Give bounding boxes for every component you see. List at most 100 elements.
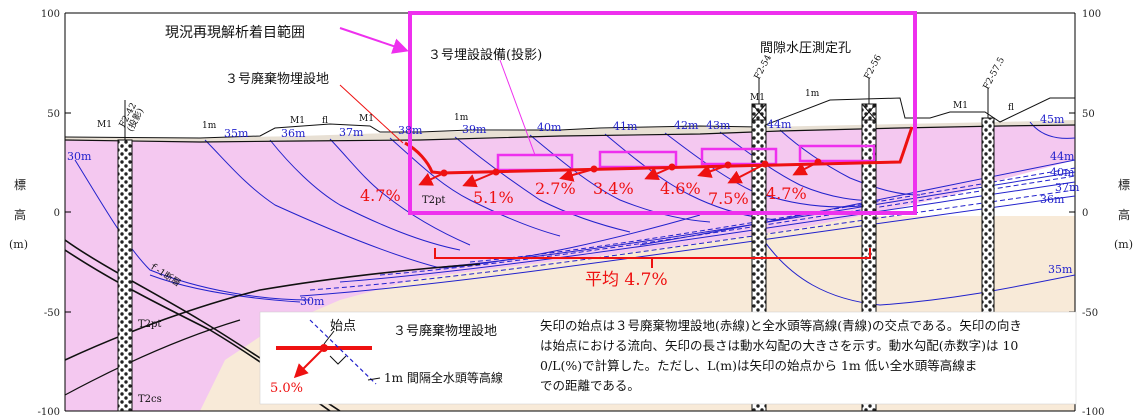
gradient-value: 7.5% <box>708 189 749 208</box>
legend-start-leader <box>323 330 335 345</box>
gradient-arrow <box>644 166 673 180</box>
right-tick-label: -100 <box>1082 407 1104 418</box>
surface-soil <box>65 120 1075 142</box>
analysis-range-label: 現況再現解析着目範囲 <box>165 24 305 41</box>
contour-label: 36m <box>1040 193 1065 206</box>
contour-fan-42 <box>469 167 1075 263</box>
legend-description-line: 0/L(%)で計算した。ただし、L(m)は矢印の始点から 1m 低い全水頭等高線… <box>540 358 977 373</box>
contour-label: 30m <box>67 150 92 163</box>
contour-36m <box>269 139 461 251</box>
gradient-value: 2.7% <box>535 179 576 198</box>
left-tick-label: -50 <box>44 308 60 319</box>
legend-start-label: 始点 <box>330 319 356 334</box>
surface-label: M1 <box>359 114 374 124</box>
contour-fan-41 <box>429 171 1075 269</box>
surface-label: M1 <box>97 120 112 130</box>
stratum-label: T2cs <box>138 394 162 405</box>
contour-label: 41m <box>613 120 638 133</box>
legend-description-line: は始点における流向、矢印の長さは動水勾配の大きさを示す。動水勾配(赤数字)は 1… <box>540 338 1018 353</box>
contour-label: 45m <box>1040 113 1065 126</box>
right-tick-label: -50 <box>1082 308 1098 319</box>
gradient-value: 4.6% <box>660 179 701 198</box>
contour-label: 39m <box>462 123 487 136</box>
surface-label: M1 <box>290 116 305 126</box>
contour-label: 35m <box>224 127 249 140</box>
gradient-value: 4.7% <box>360 186 401 205</box>
contour-label: 37m <box>339 126 364 139</box>
contour-35m <box>204 139 701 269</box>
text-layer: 標 高 (m) 標 高 (m) 現況再現解析着目範囲 ３号埋設設備(投影) 間隙… <box>9 24 1133 405</box>
right-tick-label: 50 <box>1082 109 1095 120</box>
landfill-leader <box>339 84 404 144</box>
legend-description: 矢印の始点は３号廃棄物埋設地(赤線)と全水頭等高線(青線)の交点である。矢印の向… <box>540 318 1022 393</box>
gradient-value: 5.1% <box>473 188 514 207</box>
legend-blue-dash <box>309 319 377 385</box>
borehole-f2-42 <box>117 139 133 412</box>
gradient-arrow <box>462 171 497 188</box>
landfill-label: ３号廃棄物埋設地 <box>225 71 329 87</box>
gradient-value: 4.7% <box>766 184 807 203</box>
y-label-left-2: 高 <box>14 207 26 222</box>
contour-fan-40 <box>379 175 1075 276</box>
surface-label: 1m <box>202 121 217 131</box>
surface-label: 1m <box>454 113 469 123</box>
gradient-arrows: 4.7%5.1%2.7%3.4%4.6%7.5%4.7% <box>360 158 822 208</box>
surface-label: fl <box>1008 103 1014 113</box>
facility-4 <box>798 144 876 163</box>
stratum-label: T2pt <box>422 195 445 206</box>
contour-label: 42m <box>674 119 699 132</box>
contour-30m-bottom <box>149 274 301 303</box>
y-label-left-1: 標 <box>14 178 26 192</box>
legend-contour-leader <box>367 377 381 381</box>
y-label-right-3: (m) <box>1114 238 1133 251</box>
legend-measure-l <box>329 355 347 365</box>
gradient-arrow <box>792 161 819 176</box>
contour-label: 36m <box>281 127 306 140</box>
surface-label: fl <box>322 116 328 126</box>
callout-lines <box>339 27 536 156</box>
gradient-arrow <box>418 172 445 186</box>
stratum-boundary-2 <box>65 319 241 396</box>
right-tick-label: 100 <box>1082 9 1101 20</box>
contour-fan-36 <box>299 195 1075 297</box>
contour-label: 44m <box>1050 150 1075 163</box>
contour-label: 30m <box>300 295 325 308</box>
average-bracket <box>434 248 871 268</box>
contour-label: 35m <box>1048 263 1073 276</box>
contour-label: 44m <box>767 118 792 131</box>
pink-layer <box>65 125 1075 411</box>
analysis-range-box <box>408 11 917 215</box>
surface-label: M1 <box>750 93 765 103</box>
gradient-arrow <box>697 164 729 178</box>
contour-42m <box>664 132 871 208</box>
right-tick-label: 0 <box>1082 208 1088 219</box>
legend-example-value: 5.0% <box>270 381 303 396</box>
legend-box <box>259 311 1077 405</box>
y-label-left-3: (m) <box>9 238 28 251</box>
facility-3 <box>700 147 778 166</box>
facility-label: ３号埋設設備(投影) <box>428 47 542 63</box>
legend-contour-label: 1m 間隔全水頭等高線 <box>384 370 503 385</box>
average-label: 平均 4.7% <box>585 270 668 290</box>
legend-description-line: での距離である。 <box>540 378 640 393</box>
left-tick-label: 50 <box>47 109 60 120</box>
surface-label: 1m <box>805 89 820 99</box>
y-label-right-2: 高 <box>1118 207 1130 222</box>
contour-37m <box>329 138 471 246</box>
borehole-caps <box>124 78 989 140</box>
left-tick-label: 0 <box>54 208 60 219</box>
contour-30m-left <box>74 159 311 301</box>
contour-44m <box>779 129 921 196</box>
borehole-f2-57-5 <box>981 117 995 316</box>
analysis-range-pointer <box>339 27 409 54</box>
left-tick-label: -100 <box>38 407 60 418</box>
legend-description-line: 矢印の始点は３号廃棄物埋設地(赤線)と全水頭等高線(青線)の交点である。矢印の向… <box>540 318 1022 333</box>
y-label-right-1: 標 <box>1118 178 1130 192</box>
pore-pressure-label: 間隙水圧測定孔 <box>760 41 851 56</box>
gradient-arrow <box>559 168 595 182</box>
contour-fan-39 <box>339 181 1075 283</box>
legend-arrow <box>293 347 325 379</box>
stratum-label: T2pt <box>138 319 161 330</box>
